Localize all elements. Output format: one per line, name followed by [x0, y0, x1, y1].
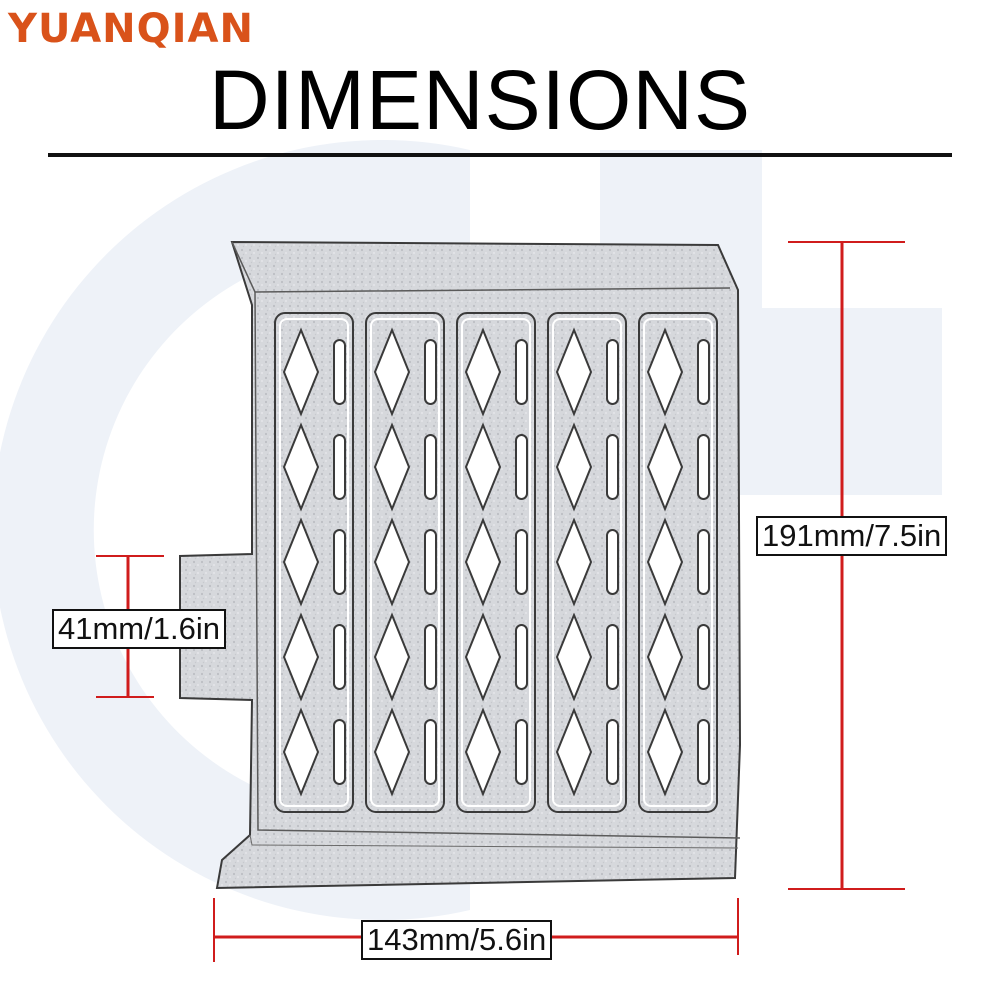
diamond-vent	[464, 612, 502, 702]
diamond-vent	[373, 707, 411, 797]
brand-logo: YUANQIAN	[8, 6, 254, 52]
vent-column	[274, 312, 354, 813]
diamond-vent	[282, 422, 320, 512]
diamond-vent	[373, 517, 411, 607]
diamond-vent	[373, 612, 411, 702]
slot-vent	[697, 624, 710, 690]
height-dimension-label: 191mm/7.5in	[756, 516, 948, 556]
slot-vent	[697, 529, 710, 595]
diamond-vent	[282, 612, 320, 702]
slot-vent	[333, 434, 346, 500]
slot-vent	[606, 339, 619, 405]
slot-vent	[515, 529, 528, 595]
vent-column	[638, 312, 718, 813]
slot-vent	[424, 339, 437, 405]
diamond-vent	[555, 327, 593, 417]
title-divider	[48, 153, 952, 157]
slot-vent	[515, 339, 528, 405]
height-dimension-line	[788, 241, 905, 890]
vent-column-frame	[638, 312, 718, 813]
slot-vent	[697, 719, 710, 785]
page-title: DIMENSIONS	[208, 53, 752, 147]
slot-vent	[606, 434, 619, 500]
diamond-vent	[373, 422, 411, 512]
diamond-vent	[646, 612, 684, 702]
slot-vent	[424, 434, 437, 500]
width-dimension-label: 143mm/5.6in	[361, 920, 553, 960]
diamond-vent	[646, 422, 684, 512]
diamond-vent	[646, 707, 684, 797]
diamond-vent	[282, 707, 320, 797]
slot-vent	[424, 529, 437, 595]
diamond-vent	[464, 422, 502, 512]
slot-vent	[333, 529, 346, 595]
slot-vent	[333, 339, 346, 405]
vent-column-frame	[456, 312, 536, 813]
vent-column-frame-highlight	[370, 318, 440, 807]
guard-plate	[179, 240, 742, 890]
vent-column-frame-highlight	[279, 318, 349, 807]
diamond-vent	[464, 327, 502, 417]
diamond-vent	[646, 517, 684, 607]
diamond-vent	[555, 612, 593, 702]
slot-vent	[697, 339, 710, 405]
diamond-vent	[646, 327, 684, 417]
vent-column-frame-highlight	[461, 318, 531, 807]
vent-column-frame-highlight	[643, 318, 713, 807]
slot-vent	[424, 719, 437, 785]
vent-column-frame	[365, 312, 445, 813]
vent-column-frame	[274, 312, 354, 813]
vent-column	[456, 312, 536, 813]
vent-column-frame-highlight	[552, 318, 622, 807]
diamond-vent	[282, 327, 320, 417]
slot-vent	[515, 624, 528, 690]
slot-vent	[515, 434, 528, 500]
vent-column	[365, 312, 445, 813]
diamond-vent	[555, 707, 593, 797]
vent-column-frame	[547, 312, 627, 813]
slot-vent	[515, 719, 528, 785]
diamond-vent	[555, 517, 593, 607]
slot-vent	[697, 434, 710, 500]
diamond-vent	[555, 422, 593, 512]
slot-vent	[424, 624, 437, 690]
diamond-vent	[464, 517, 502, 607]
tab-height-dimension-label: 41mm/1.6in	[52, 609, 226, 649]
diamond-vent	[464, 707, 502, 797]
slot-vent	[333, 719, 346, 785]
vent-column	[547, 312, 627, 813]
slot-vent	[606, 529, 619, 595]
diamond-vent	[373, 327, 411, 417]
slot-vent	[333, 624, 346, 690]
slot-vent	[606, 624, 619, 690]
slot-vent	[606, 719, 619, 785]
diamond-vent	[282, 517, 320, 607]
vent-columns	[274, 312, 718, 813]
